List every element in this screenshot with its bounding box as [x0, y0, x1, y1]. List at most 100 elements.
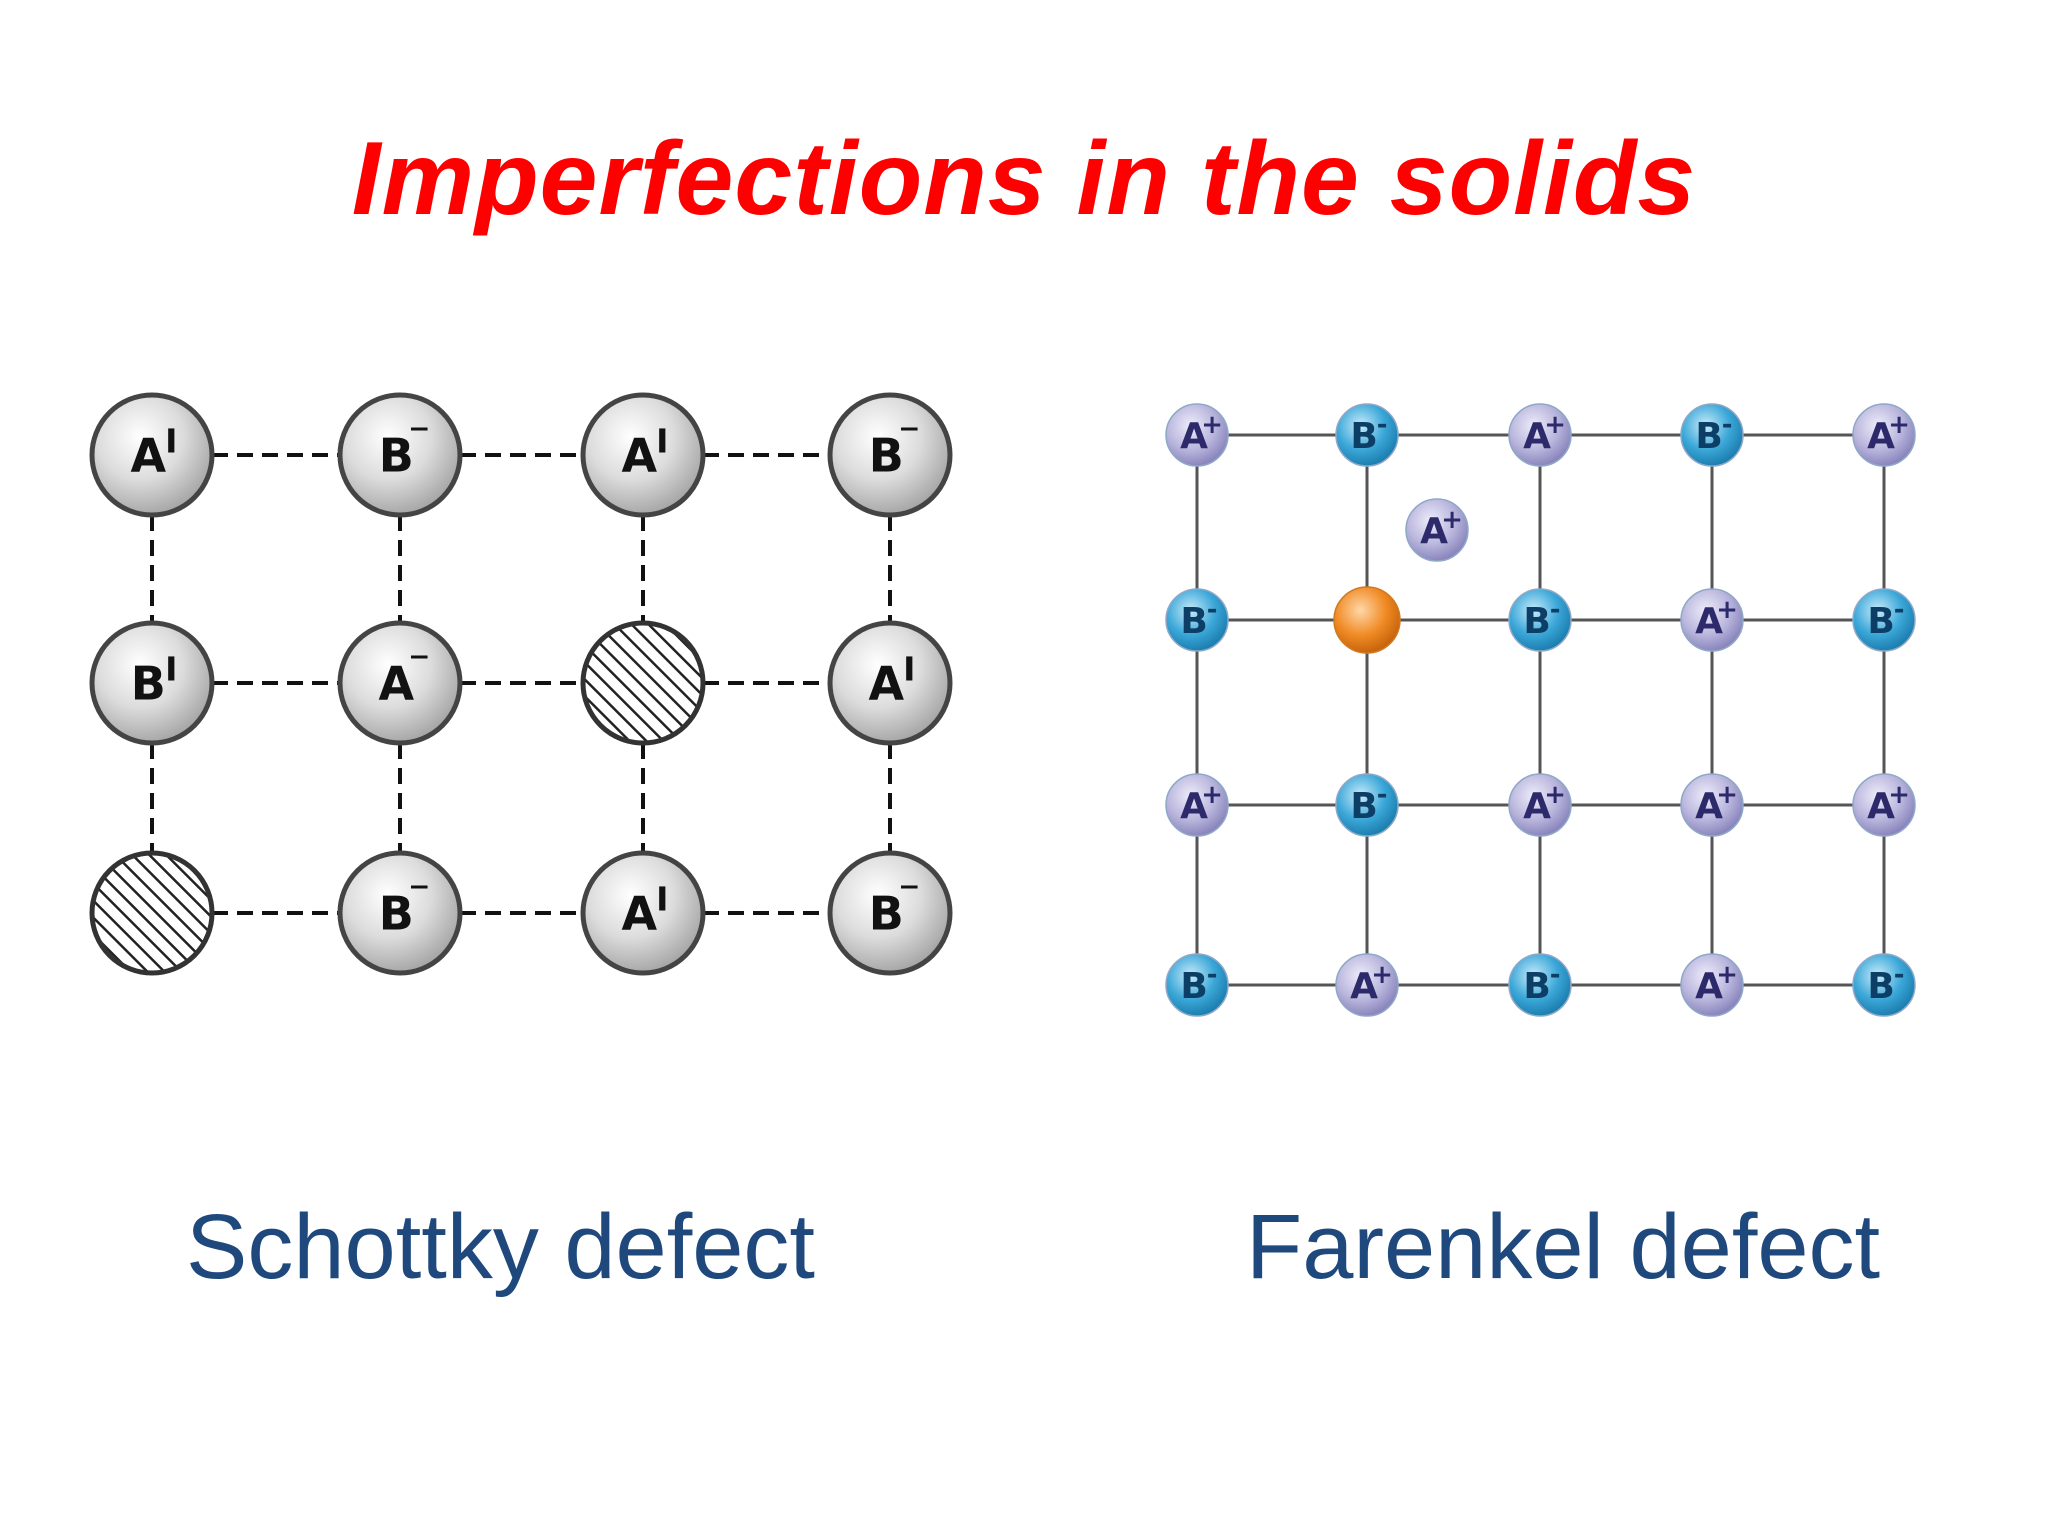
frenkel-anion: B- [1508, 588, 1572, 652]
frenkel-cation-label: A [1523, 786, 1551, 827]
schottky-ion: B‾ [827, 392, 953, 518]
frenkel-cation-label: A [1867, 786, 1895, 827]
frenkel-anion-label: B [1523, 601, 1550, 642]
ion-circle [827, 620, 953, 746]
frenkel-cation-circle [1335, 953, 1399, 1017]
frenkel-anion-label: B [1180, 601, 1207, 642]
frenkel-anion-charge: - [1550, 960, 1561, 990]
frenkel-anion-label: B [1695, 416, 1722, 457]
ion-circle [827, 392, 953, 518]
frenkel-anion-label: B [1180, 966, 1207, 1007]
ion-circle [827, 850, 953, 976]
frenkel-cation-circle [1508, 403, 1572, 467]
ion-circle [580, 850, 706, 976]
frenkel-cation-charge: + [1716, 960, 1738, 990]
frenkel-anion-circle [1165, 588, 1229, 652]
frenkel-anion-circle [1335, 773, 1399, 837]
frenkel-anion: B- [1508, 953, 1572, 1017]
frenkel-caption: Farenkel defect [1246, 1196, 1881, 1298]
frenkel-anion-circle [1335, 403, 1399, 467]
schottky-ion-charge: I [656, 880, 668, 919]
frenkel-anion-charge: - [1207, 595, 1218, 625]
frenkel-anion-circle [1852, 588, 1916, 652]
schottky-ion: A‾ [337, 620, 463, 746]
frenkel-interstitial-cation-charge: + [1441, 505, 1463, 535]
frenkel-cation: A+ [1508, 773, 1572, 837]
slide-title: Imperfections in the solids [351, 121, 1697, 237]
schottky-ion-label: A [622, 887, 658, 941]
frenkel-cation: A+ [1680, 588, 1744, 652]
frenkel-cation-circle [1852, 403, 1916, 467]
frenkel-anion-circle [1680, 403, 1744, 467]
frenkel-cation-label: A [1867, 416, 1895, 457]
schottky-ion-charge: I [165, 422, 177, 461]
frenkel-anion-circle [1852, 953, 1916, 1017]
ion-circle [580, 392, 706, 518]
frenkel-cation: A+ [1852, 773, 1916, 837]
frenkel-anion-circle [1165, 953, 1229, 1017]
frenkel-anion-circle [1508, 953, 1572, 1017]
frenkel-cation-circle [1680, 588, 1744, 652]
schottky-ion-label: B [131, 657, 166, 711]
frenkel-cation: A+ [1165, 773, 1229, 837]
frenkel-anion-label: B [1867, 966, 1894, 1007]
frenkel-vacancy-circle [1333, 586, 1401, 654]
schottky-vacancy [89, 850, 215, 976]
frenkel-lattice: A+B-A+B-A+B-B-A+B-A+B-A+A+A+B-A+B-A+B-A+ [1165, 403, 1916, 1017]
frenkel-cation-circle [1680, 953, 1744, 1017]
frenkel-anion: B- [1335, 403, 1399, 467]
schottky-ion-label: A [869, 657, 905, 711]
schottky-ion: B‾ [337, 850, 463, 976]
schottky-ion-label: A [131, 429, 167, 483]
frenkel-anion-charge: - [1377, 780, 1388, 810]
schottky-ion: B‾ [827, 850, 953, 976]
frenkel-cation-label: A [1523, 416, 1551, 457]
frenkel-cation-circle [1852, 773, 1916, 837]
frenkel-anion-charge: - [1550, 595, 1561, 625]
schottky-ion-charge: ‾ [901, 880, 918, 919]
frenkel-anion: B- [1335, 773, 1399, 837]
schottky-ion-label: B [379, 429, 414, 483]
frenkel-interstitial-cation-circle [1405, 498, 1469, 562]
frenkel-cation: A+ [1508, 403, 1572, 467]
frenkel-interstitial-cation: A+ [1405, 498, 1469, 562]
frenkel-anion-charge: - [1894, 595, 1905, 625]
schottky-ion-label: B [379, 887, 414, 941]
frenkel-cation-circle [1165, 403, 1229, 467]
schottky-ion: B‾ [337, 392, 463, 518]
schottky-ion-charge: ‾ [901, 422, 918, 461]
ion-circle [89, 620, 215, 746]
frenkel-anion-charge: - [1377, 410, 1388, 440]
frenkel-interstitial-cation-label: A [1420, 511, 1448, 552]
schottky-ion-charge: ‾ [411, 422, 428, 461]
frenkel-cation-charge: + [1371, 960, 1393, 990]
frenkel-cation-charge: + [1544, 410, 1566, 440]
vacancy-circle [580, 620, 706, 746]
schottky-ion-label: A [622, 429, 658, 483]
frenkel-anion-label: B [1523, 966, 1550, 1007]
frenkel-anion: B- [1852, 588, 1916, 652]
frenkel-cation-label: A [1695, 966, 1723, 1007]
frenkel-cation-circle [1680, 773, 1744, 837]
frenkel-cation-label: A [1695, 786, 1723, 827]
schottky-ion-charge: I [656, 422, 668, 461]
frenkel-cation: A+ [1852, 403, 1916, 467]
frenkel-cation-charge: + [1544, 780, 1566, 810]
frenkel-diagram: A+B-A+B-A+B-B-A+B-A+B-A+A+A+B-A+B-A+B-A+ [1150, 370, 1950, 1035]
schottky-ion-label: A [379, 657, 415, 711]
frenkel-cation-charge: + [1716, 780, 1738, 810]
frenkel-cation-circle [1165, 773, 1229, 837]
ion-circle [89, 392, 215, 518]
schottky-vacancy [580, 620, 706, 746]
frenkel-anion-label: B [1350, 786, 1377, 827]
vacancy-circle [89, 850, 215, 976]
schottky-ion-label: B [869, 887, 904, 941]
frenkel-cation-circle [1508, 773, 1572, 837]
frenkel-cation: A+ [1680, 773, 1744, 837]
frenkel-cation-charge: + [1201, 780, 1223, 810]
